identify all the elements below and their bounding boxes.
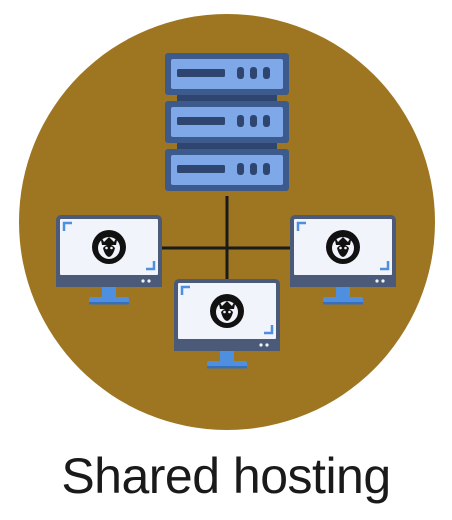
caption-title: Shared hosting bbox=[61, 448, 391, 504]
server-unit-top bbox=[165, 53, 289, 95]
server-rack-icon bbox=[165, 53, 289, 191]
server-unit-bottom bbox=[165, 149, 289, 191]
shared-hosting-illustration bbox=[19, 14, 435, 430]
network-connectors bbox=[160, 196, 293, 282]
server-unit-middle bbox=[165, 101, 289, 143]
